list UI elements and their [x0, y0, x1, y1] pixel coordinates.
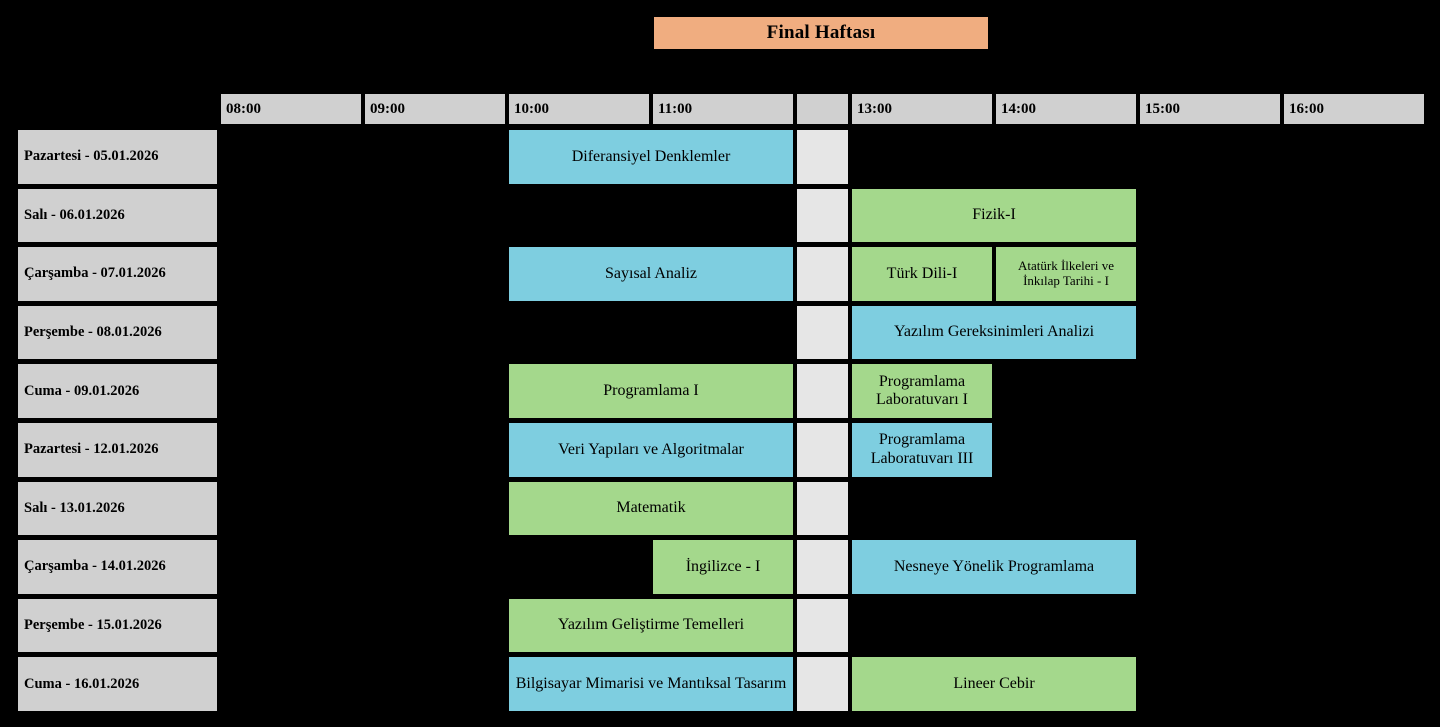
lunch-break-cell-row-7	[795, 538, 850, 596]
lunch-break-cell-row-8	[795, 596, 850, 655]
lunch-break-cell-row-1	[795, 186, 850, 245]
day-label-row-1: Salı - 06.01.2026	[16, 186, 219, 245]
course-block[interactable]: İngilizce - I	[651, 538, 795, 596]
course-block[interactable]: Türk Dili-I	[850, 245, 994, 303]
time-header-1500: 15:00	[1138, 92, 1282, 126]
day-label-row-3: Perşembe - 08.01.2026	[16, 303, 219, 362]
lunch-break-cell-row-2	[795, 245, 850, 303]
day-label-row-7: Çarşamba - 14.01.2026	[16, 538, 219, 596]
course-block[interactable]: Nesneye Yönelik Programlama	[850, 538, 1138, 596]
course-block[interactable]: Atatürk İlkeleri ve İnkılap Tarihi - I	[994, 245, 1138, 303]
time-header-0900: 09:00	[363, 92, 507, 126]
course-block[interactable]: Fizik-I	[850, 186, 1138, 245]
day-label-row-6: Salı - 13.01.2026	[16, 479, 219, 538]
time-header-1100: 11:00	[651, 92, 795, 126]
course-block[interactable]: Bilgisayar Mimarisi ve Mantıksal Tasarım	[507, 655, 795, 713]
time-header-0800: 08:00	[219, 92, 363, 126]
lunch-break-cell-row-4	[795, 362, 850, 420]
course-block[interactable]: Lineer Cebir	[850, 655, 1138, 713]
lunch-break-cell-row-0	[795, 128, 850, 186]
course-block[interactable]: Programlama Laboratuvarı III	[850, 421, 994, 479]
time-header-1400: 14:00	[994, 92, 1138, 126]
course-block[interactable]: Sayısal Analiz	[507, 245, 795, 303]
day-label-row-5: Pazartesi - 12.01.2026	[16, 421, 219, 479]
lunch-break-cell-row-5	[795, 421, 850, 479]
lunch-break-cell-row-9	[795, 655, 850, 713]
lunch-break-cell-row-3	[795, 303, 850, 362]
lunch-break-cell-row-6	[795, 479, 850, 538]
time-header-1600: 16:00	[1282, 92, 1426, 126]
course-block[interactable]: Programlama Laboratuvarı I	[850, 362, 994, 420]
course-block[interactable]: Matematik	[507, 479, 795, 538]
day-label-row-2: Çarşamba - 07.01.2026	[16, 245, 219, 303]
day-label-row-0: Pazartesi - 05.01.2026	[16, 128, 219, 186]
course-block[interactable]: Yazılım Gereksinimleri Analizi	[850, 303, 1138, 362]
course-block[interactable]: Veri Yapıları ve Algoritmalar	[507, 421, 795, 479]
course-block[interactable]: Yazılım Geliştirme Temelleri	[507, 596, 795, 655]
day-label-row-9: Cuma - 16.01.2026	[16, 655, 219, 713]
day-label-row-8: Perşembe - 15.01.2026	[16, 596, 219, 655]
time-header-break	[795, 92, 850, 126]
course-block[interactable]: Diferansiyel Denklemler	[507, 128, 795, 186]
page-title: Final Haftası	[652, 15, 990, 51]
time-header-1000: 10:00	[507, 92, 651, 126]
day-label-row-4: Cuma - 09.01.2026	[16, 362, 219, 420]
time-header-1300: 13:00	[850, 92, 994, 126]
course-block[interactable]: Programlama I	[507, 362, 795, 420]
